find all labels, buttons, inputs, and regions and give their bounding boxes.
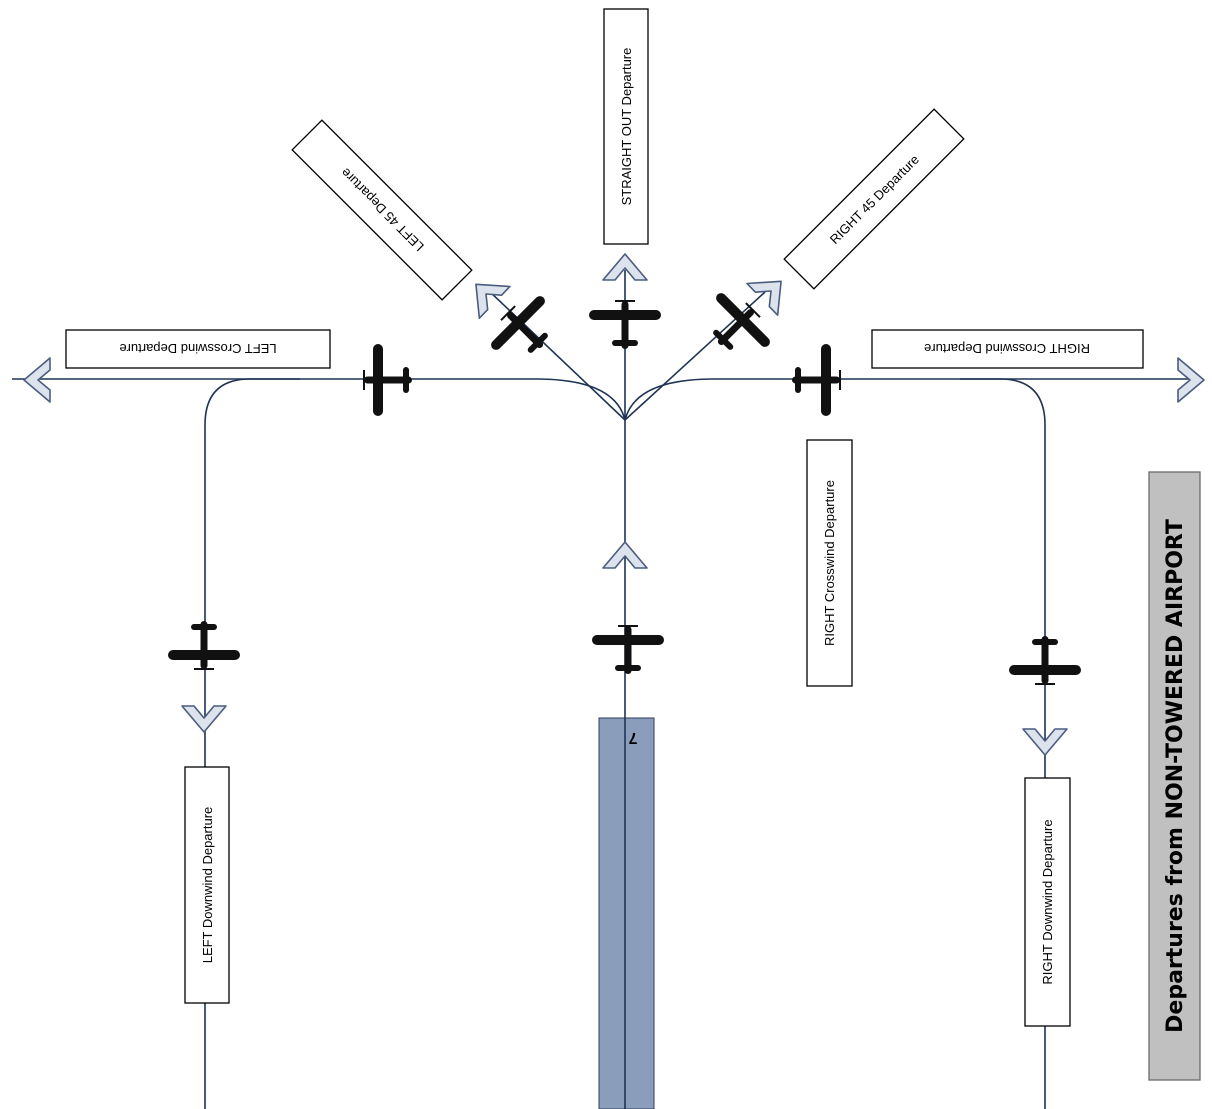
right-downwind-label: RIGHT Downwind Departure <box>1040 819 1055 984</box>
right-crosswind-label: RIGHT Crosswind Departure <box>822 480 837 646</box>
flight-paths <box>12 270 1200 1109</box>
right-downwind-label-box: RIGHT Downwind Departure <box>1024 777 1071 1027</box>
airplane-icon <box>589 300 661 349</box>
right-crosswind-top-label-box: RIGHT Crosswind Departure <box>871 329 1144 369</box>
left-45-path <box>487 289 626 421</box>
right-crosswind-label-box: RIGHT Crosswind Departure <box>806 439 853 687</box>
airplane-icon <box>1009 636 1081 685</box>
runway-number: 7 <box>628 729 637 746</box>
right-45-label: RIGHT 45 Departure <box>827 152 922 247</box>
straight-out-label: STRAIGHT OUT Departure <box>619 48 634 206</box>
right-crosswind-arrow-icon <box>1177 357 1205 403</box>
airplane-icon <box>363 344 412 416</box>
airplane-icon <box>792 344 841 416</box>
left-downwind-arrow-icon <box>181 705 227 733</box>
airplane-icon <box>592 625 664 674</box>
runway <box>598 717 655 1109</box>
left-crosswind-path <box>12 378 626 421</box>
right-crosswind-path <box>624 378 1200 421</box>
direction-arrows <box>23 253 1205 756</box>
airplane-icon <box>693 283 780 370</box>
diagram-title: Departures from NON-TOWERED AIRPORT <box>1163 519 1188 1033</box>
left-downwind-label-box: LEFT Downwind Departure <box>184 766 230 1004</box>
left-crosswind-arrow-icon <box>23 357 51 403</box>
right-downwind-path <box>960 378 1046 1109</box>
left-45-label-box: LEFT 45 Departure <box>291 119 473 301</box>
right-crosswind-top-label: RIGHT Crosswind Departure <box>924 341 1090 356</box>
left-downwind-path <box>204 378 300 1109</box>
airplane-icon <box>168 621 240 670</box>
right-45-label-box: RIGHT 45 Departure <box>783 108 965 290</box>
airplane-icon <box>481 286 568 373</box>
left-crosswind-label-box: LEFT Crosswind Departure <box>65 329 331 369</box>
right-45-arrow-icon <box>746 264 798 316</box>
left-45-arrow-icon <box>459 267 511 319</box>
straight-out-label-box: STRAIGHT OUT Departure <box>603 8 649 245</box>
title-box: Departures from NON-TOWERED AIRPORT <box>1148 471 1201 1081</box>
left-crosswind-label: LEFT Crosswind Departure <box>119 341 276 356</box>
left-downwind-label: LEFT Downwind Departure <box>200 807 215 964</box>
